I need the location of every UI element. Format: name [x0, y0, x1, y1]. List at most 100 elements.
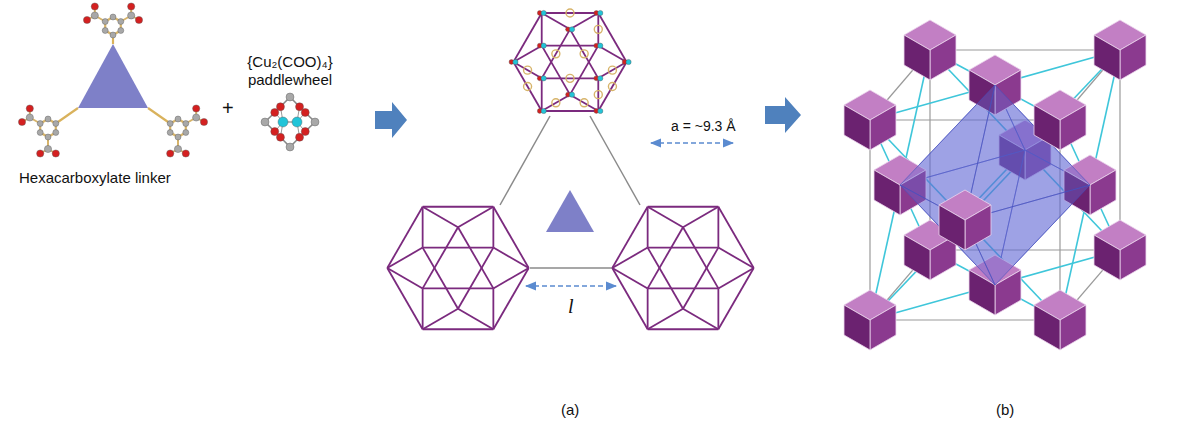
cage-edge [648, 288, 719, 290]
carbon-atom [183, 121, 189, 127]
carbon-atom [174, 145, 181, 152]
isophthalate-arm [148, 105, 208, 157]
cage-edge [718, 207, 753, 268]
cage-edge [422, 288, 424, 329]
polyhedron [1034, 90, 1086, 150]
cage-edge [541, 78, 543, 111]
cage-edge [423, 206, 494, 208]
linker-ring [524, 82, 532, 90]
carbon-atom [91, 12, 98, 19]
dimension-arrow [651, 142, 733, 144]
block-arrow [375, 102, 407, 138]
polyhedron [844, 290, 896, 350]
copper-atom [513, 59, 518, 64]
cage-edge [683, 207, 718, 227]
polyhedron [1094, 220, 1146, 280]
cage-edge [683, 248, 718, 309]
oxygen-atom [91, 3, 98, 10]
cuboctahedron-cage [387, 207, 528, 329]
linker-ring [594, 91, 602, 99]
carbon-atom [37, 130, 43, 136]
polyhedron-face [1120, 235, 1146, 280]
linker-ring [566, 74, 574, 82]
component-label: {Cu₂(COO)₄} paddlewheel [240, 53, 340, 89]
cage-edge [612, 268, 647, 329]
cage-edge [423, 309, 458, 329]
carbon-atom [311, 118, 319, 126]
polyhedron [1034, 290, 1086, 350]
isophthalate-arm [18, 105, 78, 157]
polyhedron-face [1034, 305, 1060, 350]
copper-atom [541, 10, 546, 15]
carbon-atom [44, 145, 51, 152]
cage-edge [717, 207, 719, 248]
cage-edge [458, 207, 493, 227]
carbon-atom [193, 114, 200, 121]
dimension-label: a = ~9.3 Å [671, 118, 736, 135]
oxygen-atom [200, 118, 207, 125]
carbon-atom [175, 134, 181, 140]
carbon-atom [53, 130, 59, 136]
oxygen-atom [26, 105, 33, 112]
linker-bond [148, 108, 170, 124]
paddlewheel [261, 93, 319, 151]
carbon-atom [102, 28, 108, 34]
carbon-atom [286, 143, 294, 151]
block-arrow [765, 97, 801, 133]
copper-atom [626, 59, 631, 64]
oxygen-atom [128, 3, 135, 10]
polyhedron-face [904, 35, 930, 80]
cage-edge [648, 248, 683, 309]
copper-atom [569, 92, 574, 97]
carbon-atom [45, 134, 51, 140]
oxygen-atom [18, 118, 25, 125]
cage-edge [717, 288, 719, 329]
cage-edge [458, 309, 493, 329]
oxygen-atom [37, 150, 44, 157]
carbon-atom [110, 32, 116, 38]
octahedron-face [965, 185, 1090, 285]
copper-atom [278, 117, 288, 127]
carbon-atom [167, 130, 173, 136]
carbon-atom [110, 14, 116, 20]
cage-edge [492, 288, 494, 329]
cage-edge [570, 95, 598, 111]
cage-edge [423, 288, 494, 290]
cage-edge [513, 46, 541, 62]
linker-triangle [546, 190, 594, 232]
carbon-atom [261, 118, 269, 126]
isophthalate-arm [83, 3, 142, 44]
carbon-atom [37, 121, 43, 127]
cage-edge [648, 206, 719, 208]
cage-edge [387, 248, 422, 268]
polyhedron-face [844, 305, 870, 350]
cage-edge [648, 247, 719, 249]
linker-ring [580, 50, 588, 58]
polyhedron-face [1094, 35, 1120, 80]
cage-edge [542, 12, 599, 14]
cage-edge [597, 78, 599, 111]
carbon-atom [175, 116, 181, 122]
unit-cell [844, 20, 1146, 350]
copper-atom [541, 108, 546, 113]
linker-triangle [78, 44, 148, 108]
polyhedron [904, 20, 956, 80]
dimension-label: l [568, 294, 574, 318]
cage-edge [422, 207, 424, 248]
polyhedron-face [870, 305, 896, 350]
panel-label: (b) [996, 401, 1014, 419]
cage-edge [492, 207, 494, 248]
oxygen-atom [296, 103, 304, 111]
cage-edge [570, 46, 598, 95]
cell-edge [870, 319, 1060, 320]
cage-edge [493, 268, 528, 329]
copper-atom [598, 76, 603, 81]
cage-edge [458, 248, 493, 309]
cage-edge [647, 207, 649, 248]
panel-label: (a) [561, 401, 579, 419]
copper-atom [541, 43, 546, 48]
component-label: Hexacarboxylate linker [19, 169, 171, 187]
polyhedron-face [1060, 305, 1086, 350]
cage-edge [542, 95, 570, 111]
